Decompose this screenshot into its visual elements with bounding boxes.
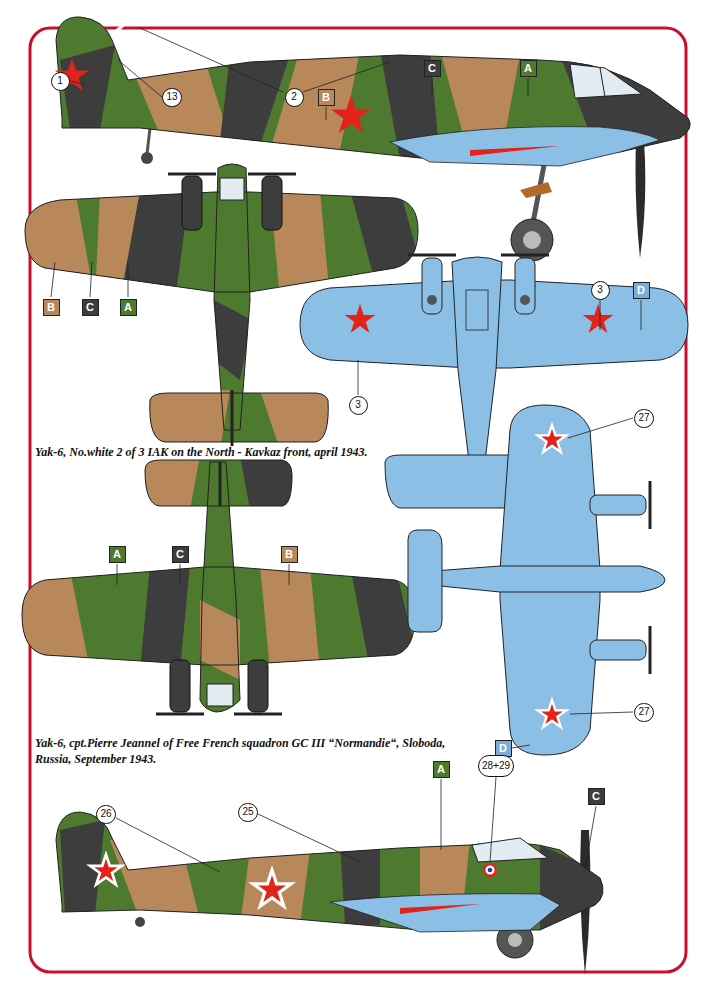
- color-code-box: A: [433, 761, 450, 778]
- color-code-box: B: [281, 546, 298, 563]
- color-letter: B: [285, 549, 293, 560]
- color-letter: A: [524, 63, 532, 74]
- callout-number: 3: [349, 396, 368, 415]
- callout-number: 27: [634, 409, 653, 428]
- color-code-box: C: [172, 546, 189, 563]
- color-letter: C: [592, 791, 600, 802]
- callout-number: 3: [591, 281, 610, 300]
- color-letter: A: [113, 549, 121, 560]
- color-code-box: C: [588, 788, 605, 805]
- callout-text: 26: [100, 809, 111, 819]
- callout-text: 1: [57, 76, 63, 86]
- color-code-box: C: [424, 60, 441, 77]
- callout-text: 27: [638, 707, 649, 717]
- callout-number: 25: [238, 803, 257, 822]
- color-code-box: C: [82, 299, 99, 316]
- callout-number: 27: [634, 703, 653, 722]
- aircraft-number: 2: [112, 12, 126, 43]
- color-code-box: B: [318, 89, 335, 106]
- color-code-box: A: [109, 546, 126, 563]
- callout-text: 25: [242, 807, 253, 817]
- callout-text: 28+29: [482, 761, 510, 771]
- scheme-caption: Yak-6, No.white 2 of 3 IAK on the North …: [35, 445, 380, 461]
- color-letter: A: [124, 302, 132, 313]
- callout-number: 2: [285, 88, 304, 107]
- callout-text: 2: [291, 92, 297, 102]
- callout-number: 1: [51, 72, 70, 91]
- callout-text: 13: [166, 92, 177, 102]
- callout-text: 3: [355, 400, 361, 410]
- color-letter: C: [428, 63, 436, 74]
- color-letter: D: [499, 743, 507, 754]
- color-letter: A: [437, 764, 445, 775]
- color-code-box: B: [43, 299, 60, 316]
- color-letter: B: [47, 302, 55, 313]
- color-code-box: A: [520, 60, 537, 77]
- callout-number: 28+29: [478, 755, 514, 777]
- color-code-box: D: [633, 282, 650, 299]
- callout-text: 27: [638, 413, 649, 423]
- color-letter: D: [637, 285, 645, 296]
- color-letter: C: [86, 302, 94, 313]
- color-letter: B: [322, 92, 330, 103]
- color-code-box: A: [120, 299, 137, 316]
- color-letter: C: [176, 549, 184, 560]
- callout-text: 3: [597, 285, 603, 295]
- callout-number: 26: [96, 805, 115, 824]
- callout-number: 13: [162, 88, 181, 107]
- scheme-caption: Yak-6, cpt.Pierre Jeannel of Free French…: [35, 735, 480, 767]
- color-code-box: D: [495, 740, 512, 757]
